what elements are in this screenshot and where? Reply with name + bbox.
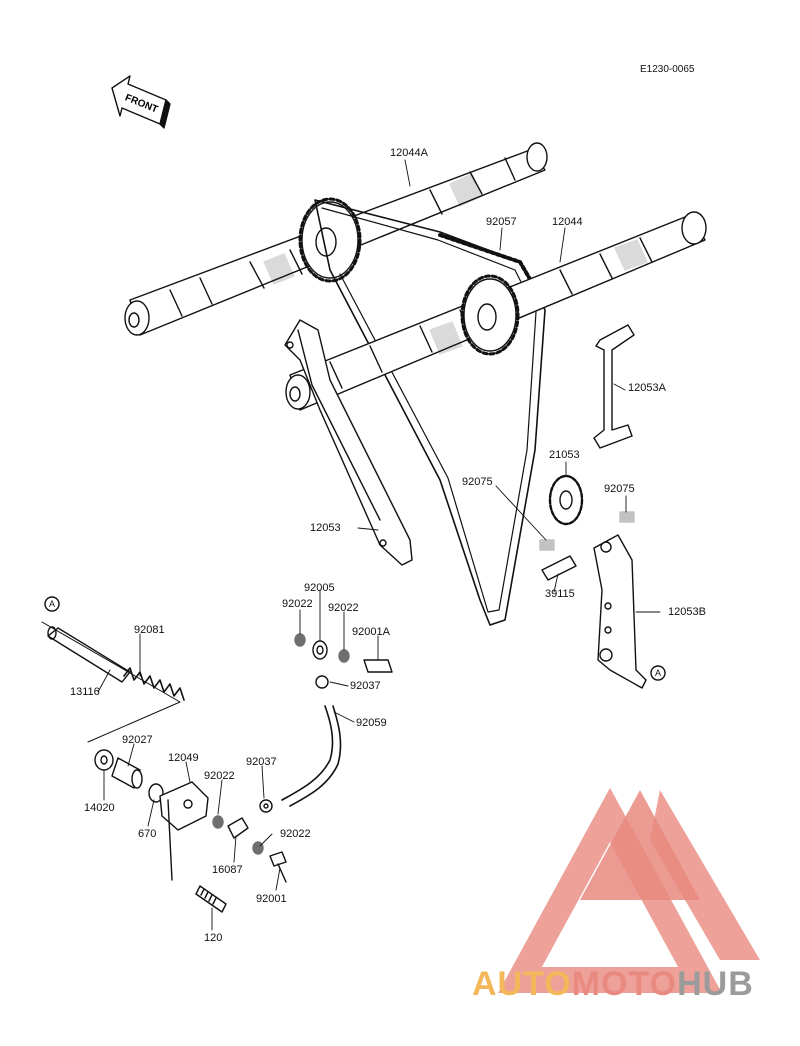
callout-14020: 14020 — [84, 802, 115, 814]
washer-92022-c — [212, 815, 224, 829]
oil-pipe-92059 — [281, 705, 342, 807]
nut-14020 — [94, 749, 114, 771]
callout-92075-left: 92075 — [462, 476, 493, 488]
callout-92027: 92027 — [122, 734, 153, 746]
callout-12053A: 12053A — [628, 382, 666, 394]
watermark-logo — [498, 787, 760, 993]
banjo-92005 — [312, 640, 328, 660]
pin-39115 — [541, 555, 577, 581]
marker-a-right-label: A — [655, 668, 662, 678]
callout-92022-c: 92022 — [204, 770, 235, 782]
banjo-92037-a — [315, 675, 329, 689]
bolt-92001 — [269, 851, 287, 883]
damper-92075-left — [539, 539, 555, 551]
callout-12049: 12049 — [168, 752, 199, 764]
callout-21053: 21053 — [549, 449, 580, 461]
callout-92022-b: 92022 — [328, 602, 359, 614]
callout-92059: 92059 — [356, 717, 387, 729]
exhaust-cam-sprocket — [298, 197, 362, 283]
callout-92022-a: 92022 — [282, 598, 313, 610]
callout-670: 670 — [138, 828, 157, 840]
fitting-16087 — [227, 817, 249, 839]
document-id: E1230-0065 — [640, 64, 695, 75]
callout-92057: 92057 — [486, 216, 517, 228]
tensioner-spring-92081 — [123, 667, 185, 701]
callout-120: 120 — [204, 932, 223, 944]
watermark-text: AUTOMOTOHUB — [472, 965, 754, 1003]
tensioner-pushrod-13116 — [47, 626, 131, 683]
callout-92075-right: 92075 — [604, 483, 635, 495]
callout-16087: 16087 — [212, 864, 243, 876]
bolt-120 — [195, 885, 227, 913]
washer-92022-d — [252, 841, 264, 855]
callout-92037-a: 92037 — [350, 680, 381, 692]
front-arrow-icon — [111, 75, 171, 129]
bolt-92001A — [363, 659, 393, 673]
chain-guide-12053A — [593, 324, 635, 449]
damper-92075-right — [619, 511, 635, 523]
marker-a-left — [44, 596, 60, 612]
callout-12053: 12053 — [310, 522, 341, 534]
marker-a-left-label: A — [49, 599, 56, 609]
washer-92022-b — [338, 649, 350, 663]
o-ring-670 — [148, 783, 164, 803]
chain-guide-12053 — [284, 319, 413, 566]
callout-13116: 13116 — [70, 686, 100, 698]
tensioner-arm-12053B — [593, 534, 647, 689]
idler-sprocket-21053 — [548, 474, 584, 526]
callout-12044: 12044 — [552, 216, 583, 228]
sleeve-92027 — [111, 757, 143, 789]
marker-a-right — [650, 665, 666, 681]
callout-39115: 39115 — [545, 588, 575, 600]
intake-cam-sprocket — [460, 274, 520, 356]
banjo-92037-b — [259, 799, 273, 813]
callout-92022-d: 92022 — [280, 828, 311, 840]
washer-92022-a — [294, 633, 306, 647]
callout-92005: 92005 — [304, 582, 335, 594]
tensioner-body-12049 — [159, 781, 209, 881]
callout-12053B: 12053B — [668, 606, 706, 618]
callout-12044A: 12044A — [390, 147, 428, 159]
callout-92037-b: 92037 — [246, 756, 277, 768]
callout-92001: 92001 — [256, 893, 287, 905]
callout-92001A: 92001A — [352, 626, 390, 638]
callout-92081: 92081 — [134, 624, 165, 636]
